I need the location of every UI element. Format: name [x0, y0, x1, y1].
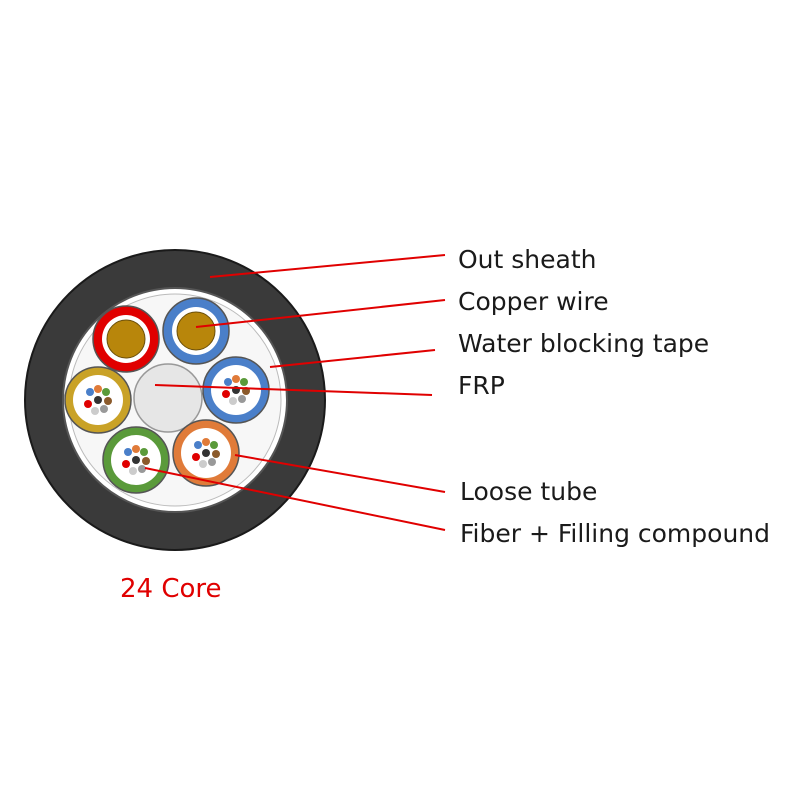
label-loose-tube: Loose tube [460, 477, 597, 506]
frp-strength-member [133, 363, 203, 433]
label-frp: FRP [458, 371, 505, 400]
label-water-blocking-tape: Water blocking tape [458, 329, 709, 358]
label-copper-wire: Copper wire [458, 287, 609, 316]
copper-wire-blue [162, 297, 230, 365]
fiber-bundle [84, 385, 112, 415]
leader-line-out-sheath [209, 254, 446, 278]
leader-line-frp [154, 384, 433, 396]
core-count-caption: 24 Core [120, 574, 222, 604]
fiber-bundle [192, 438, 220, 468]
label-fiber-filling-compound: Fiber + Filling compound [460, 519, 770, 548]
leader-line-water-blocking-tape [269, 349, 436, 368]
loose-tube-orange [172, 419, 240, 487]
leader-line-copper-wire [195, 299, 446, 328]
leader-line-loose-tube [234, 454, 446, 493]
loose-tube-green [102, 426, 170, 494]
fiber-bundle [122, 445, 150, 475]
loose-tube-yellow [64, 366, 132, 434]
copper-wire-red [92, 305, 160, 373]
label-out-sheath: Out sheath [458, 245, 597, 274]
leader-line-fiber-filling [144, 467, 446, 531]
loose-tube-blue [202, 356, 270, 424]
